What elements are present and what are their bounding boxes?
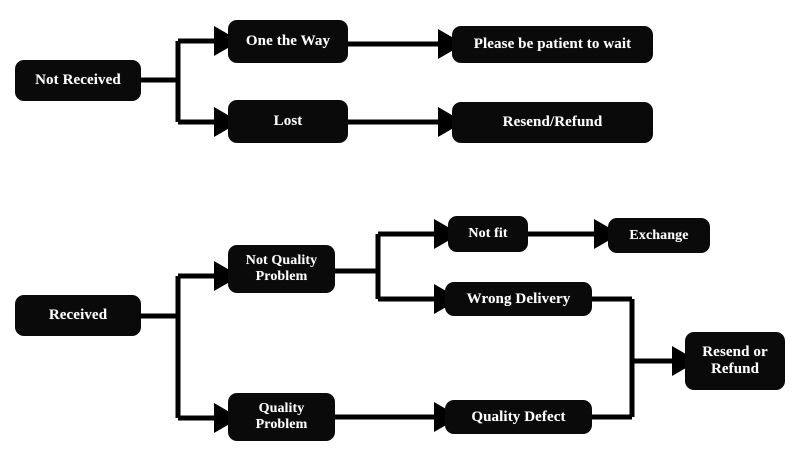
node-quality-problem-line1: Quality xyxy=(258,401,305,417)
node-received-label: Received xyxy=(48,307,108,324)
node-not-quality-problem-label: Not Quality Problem xyxy=(234,253,329,284)
node-quality-problem[interactable]: Quality Problem xyxy=(228,393,335,441)
node-please-be-patient-label: Please be patient to wait xyxy=(473,36,632,53)
node-lost-label: Lost xyxy=(273,113,303,130)
node-quality-problem-label: Quality Problem xyxy=(234,401,329,432)
node-not-quality-problem-line2: Problem xyxy=(255,269,308,284)
node-resend-or-refund-line1: Resend or xyxy=(702,344,768,361)
node-not-quality-problem-line1: Not Quality xyxy=(245,253,318,269)
node-resend-refund[interactable]: Resend/Refund xyxy=(452,102,653,143)
node-exchange[interactable]: Exchange xyxy=(608,218,710,253)
node-received[interactable]: Received xyxy=(15,295,141,336)
node-lost[interactable]: Lost xyxy=(228,100,348,143)
node-not-quality-problem[interactable]: Not Quality Problem xyxy=(228,245,335,293)
node-not-fit[interactable]: Not fit xyxy=(448,216,528,252)
node-resend-or-refund-label: Resend or Refund xyxy=(691,344,779,378)
node-wrong-delivery[interactable]: Wrong Delivery xyxy=(445,282,592,316)
node-resend-or-refund[interactable]: Resend or Refund xyxy=(685,332,785,390)
node-please-be-patient-to-wait[interactable]: Please be patient to wait xyxy=(452,26,653,63)
node-one-the-way-label: One the Way xyxy=(245,33,331,50)
node-quality-problem-line2: Problem xyxy=(255,417,308,432)
node-resend-refund-label: Resend/Refund xyxy=(502,114,603,131)
node-exchange-label: Exchange xyxy=(629,227,689,243)
node-not-fit-label: Not fit xyxy=(468,226,508,242)
node-not-received-label: Not Received xyxy=(35,72,121,89)
node-resend-or-refund-line2: Refund xyxy=(710,361,760,377)
node-quality-defect[interactable]: Quality Defect xyxy=(445,400,592,434)
node-quality-defect-label: Quality Defect xyxy=(471,408,566,425)
node-not-received[interactable]: Not Received xyxy=(15,60,141,101)
node-wrong-delivery-label: Wrong Delivery xyxy=(466,290,571,307)
node-one-the-way[interactable]: One the Way xyxy=(228,20,348,63)
